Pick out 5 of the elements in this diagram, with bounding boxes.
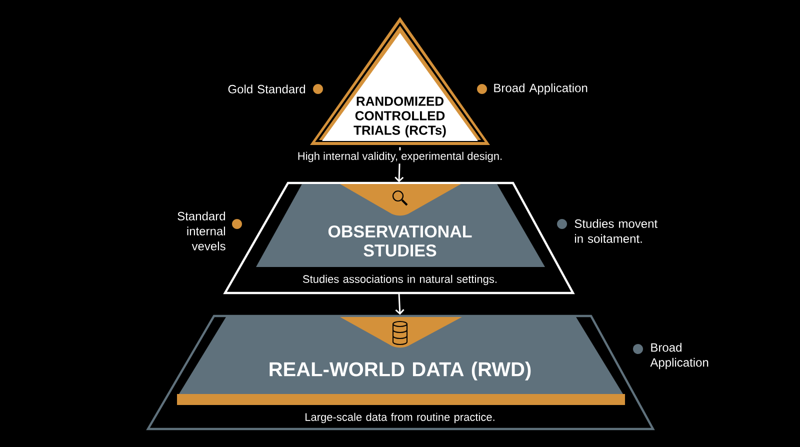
side-note: Broad Application xyxy=(650,342,708,370)
arrow xyxy=(395,294,404,315)
description-text: High internal validity, experimental design. xyxy=(296,150,504,164)
side-note: Standard internal vevels xyxy=(178,212,226,250)
pyramid-triangle: RANDOMIZED CONTROLLED TRIALS (RCTs) xyxy=(310,17,490,145)
